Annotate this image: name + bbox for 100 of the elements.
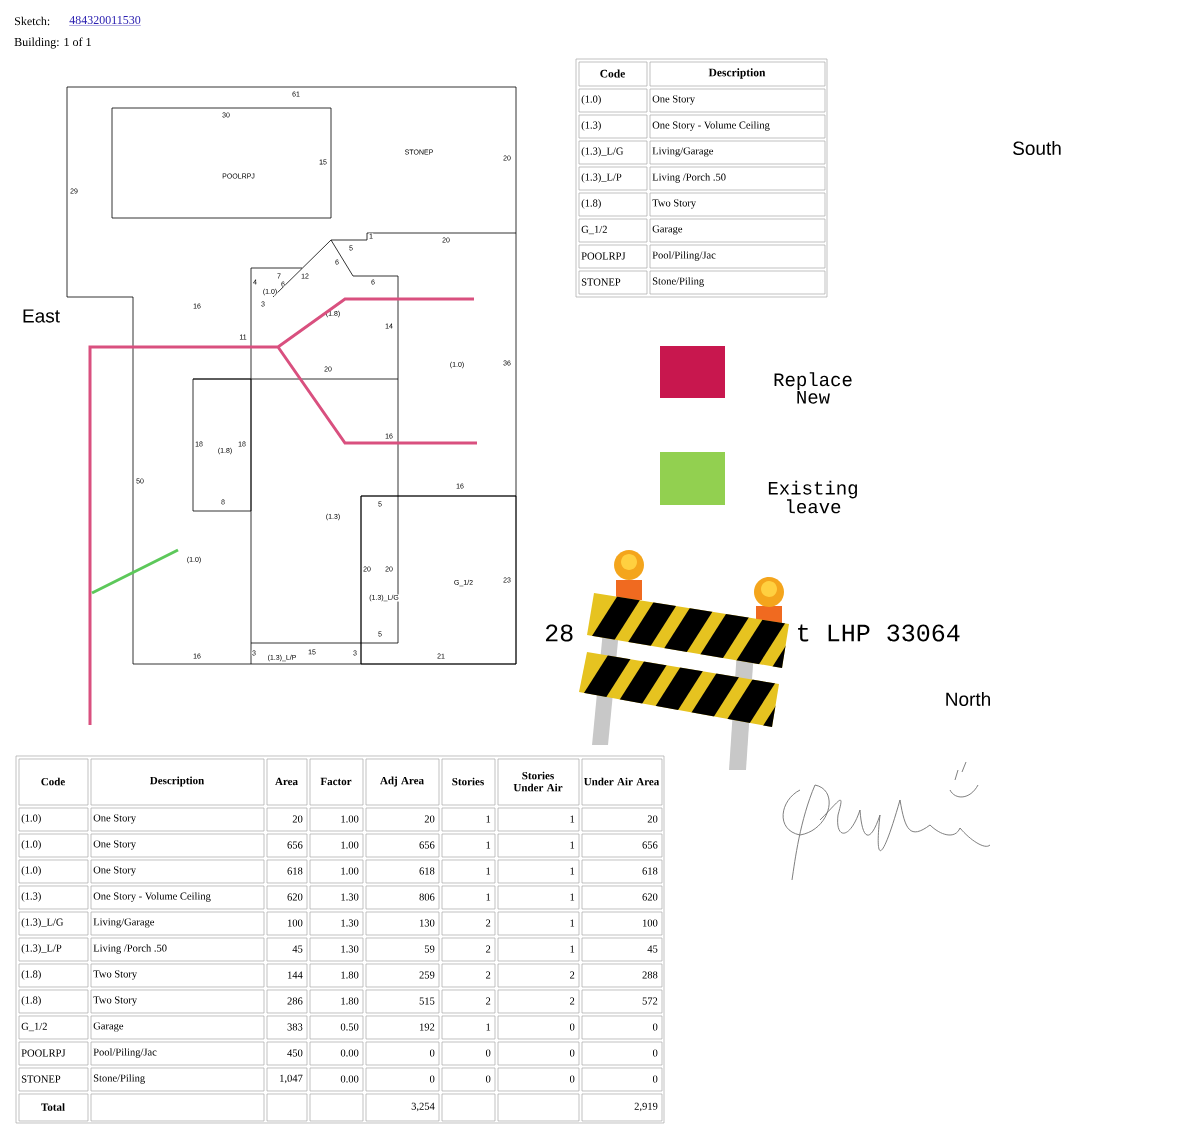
table-cell: Living/Garage [649,140,826,165]
table-cell: (1.0) [18,833,89,858]
address-text: 28 [545,624,573,642]
table-cell: (1.0) [18,859,89,884]
table-cell: 45 [266,937,308,962]
address-text: t LHP 33064 [798,624,960,642]
table-cell: Description [90,758,265,806]
table-cell: (1.0) [18,807,89,832]
table-cell: STONEP [18,1067,89,1092]
table-cell: 0.00 [309,1041,364,1066]
table-cell: 0 [441,1067,496,1092]
table-cell: 0 [497,1067,580,1092]
table-cell: 0 [581,1067,663,1092]
table-cell: 1 [441,833,496,858]
table-cell: 656 [365,833,440,858]
table-cell: 100 [266,911,308,936]
table-cell: 1 [441,1015,496,1040]
table-cell: Two Story [90,989,265,1014]
table-cell: Pool/Piling/Jac [90,1041,265,1066]
table-cell: 1.00 [309,807,364,832]
table-cell: One Story [90,833,265,858]
table-cell: Area [266,758,308,806]
table-cell: (1.3)_L/P [18,937,89,962]
table-cell: Description [649,61,826,87]
table-cell: 2 [441,911,496,936]
table-cell: 2 [497,989,580,1014]
table-cell: 1 [497,885,580,910]
direction-label: North [946,692,990,706]
table-cell: One Story - Volume Ceiling [649,114,826,139]
table-cell: 1 [441,885,496,910]
table-cell: 618 [266,859,308,884]
table-cell: (1.0) [578,88,648,113]
table-cell: Under Air Area [581,758,663,806]
table-cell: One Story - Volume Ceiling [90,885,265,910]
legend-label: Existing leave [768,480,857,514]
table-cell: Living /Porch .50 [90,937,265,962]
table-cell: Living/Garage [90,911,265,936]
table-cell: (1.8) [18,989,89,1014]
table-cell: (1.3)_L/G [18,911,89,936]
table-cell: Living /Porch .50 [649,166,826,191]
table-cell: Two Story [649,192,826,217]
table-cell: G_1/2 [18,1015,89,1040]
table-cell: Stories Under Air [497,758,580,806]
table-cell: 1 [441,859,496,884]
sketch-link: 484320011530 [69,15,141,26]
table-cell: 1 [497,911,580,936]
table-cell: Stories [441,758,496,806]
table-cell: 0 [441,1041,496,1066]
table-cell: 130 [365,911,440,936]
table-cell: 1 [441,807,496,832]
table-cell: 0 [497,1041,580,1066]
table-cell: 1 [497,859,580,884]
table-cell: 144 [266,963,308,988]
table-cell: 383 [266,1015,308,1040]
table-cell: 1.80 [309,963,364,988]
table-cell: (1.8) [18,963,89,988]
table-cell: 0.50 [309,1015,364,1040]
table-cell: Code [18,758,89,806]
table-cell: 656 [266,833,308,858]
table-cell: 0.00 [309,1067,364,1092]
table-cell: Garage [649,218,826,243]
table-cell: 0 [581,1041,663,1066]
table-cell: 2,919 [581,1093,663,1122]
table-cell: 620 [266,885,308,910]
table-cell: 1 [497,937,580,962]
table-cell: 1.00 [309,859,364,884]
table-cell: Code [578,61,648,87]
table-cell: STONEP [578,270,648,295]
table-cell: Two Story [90,963,265,988]
table-cell: 259 [365,963,440,988]
table-cell: 1.80 [309,989,364,1014]
table-cell: G_1/2 [578,218,648,243]
table-cell: Stone/Piling [649,270,826,295]
table-cell: POOLRPJ [18,1041,89,1066]
table-cell: 20 [266,807,308,832]
table-cell: 3,254 [365,1093,440,1122]
table-cell: (1.3) [18,885,89,910]
table-cell: (1.3)_L/G [578,140,648,165]
table-cell: 2 [441,937,496,962]
table-cell: POOLRPJ [578,244,648,269]
table-cell: 1.00 [309,833,364,858]
table-cell: (1.8) [578,192,648,217]
table-cell: 59 [365,937,440,962]
table-cell: 45 [581,937,663,962]
table-cell: 0 [581,1015,663,1040]
table-cell: 0 [365,1041,440,1066]
table-cell: 0 [497,1015,580,1040]
table-cell: One Story [90,859,265,884]
table-cell: 288 [581,963,663,988]
table-cell: 656 [581,833,663,858]
table-cell: Factor [309,758,364,806]
table-cell: Pool/Piling/Jac [649,244,826,269]
table-cell: 2 [441,963,496,988]
table-cell: 1,047 [266,1067,308,1092]
table-cell: 100 [581,911,663,936]
table-cell: 20 [365,807,440,832]
table-cell: 20 [581,807,663,832]
direction-label: South [1013,141,1061,155]
table-cell: Adj Area [365,758,440,806]
table-cell: (1.3)_L/P [578,166,648,191]
